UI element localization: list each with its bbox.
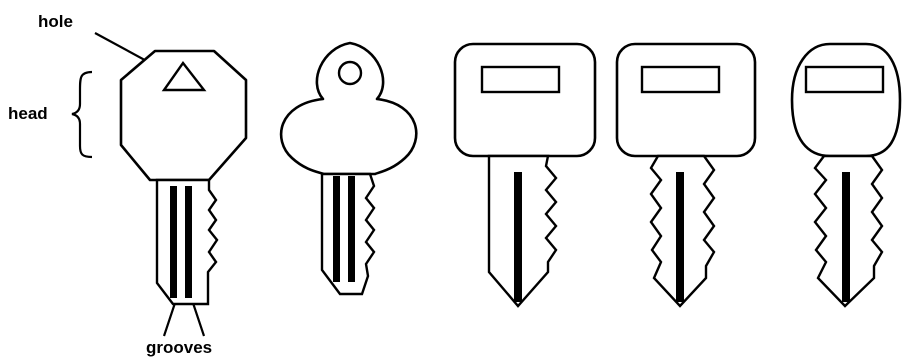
key-4 [615, 42, 757, 308]
key-3-blade [487, 154, 558, 308]
key-3-rect-slot-icon [480, 65, 561, 94]
key-2 [279, 41, 418, 296]
key-4-rect-slot-icon [640, 65, 721, 94]
head-label: head [8, 104, 48, 123]
key-2-groove-1 [333, 176, 340, 282]
key-2-round-hole-icon [337, 60, 363, 86]
hole-label: hole [38, 12, 73, 31]
key-2-head [279, 41, 418, 176]
key-5 [790, 42, 902, 308]
key-3 [453, 42, 597, 308]
key-5-rect-slot-icon [804, 65, 885, 94]
key-2-groove-2 [348, 176, 355, 282]
key-1-groove-2 [185, 186, 192, 298]
head-brace [71, 70, 93, 159]
key-4-head [615, 42, 757, 158]
key-1-groove-1 [170, 186, 177, 298]
key-3-groove [514, 172, 522, 302]
key-1 [119, 49, 248, 306]
key-1-triangle-hole-icon [161, 60, 207, 92]
grooves-leader-right [190, 299, 206, 337]
key-5-head [790, 42, 902, 158]
grooves-label: grooves [146, 338, 212, 357]
key-5-groove [842, 172, 850, 302]
key-4-groove [676, 172, 684, 302]
grooves-leader-left [162, 299, 178, 337]
key-3-head [453, 42, 597, 158]
